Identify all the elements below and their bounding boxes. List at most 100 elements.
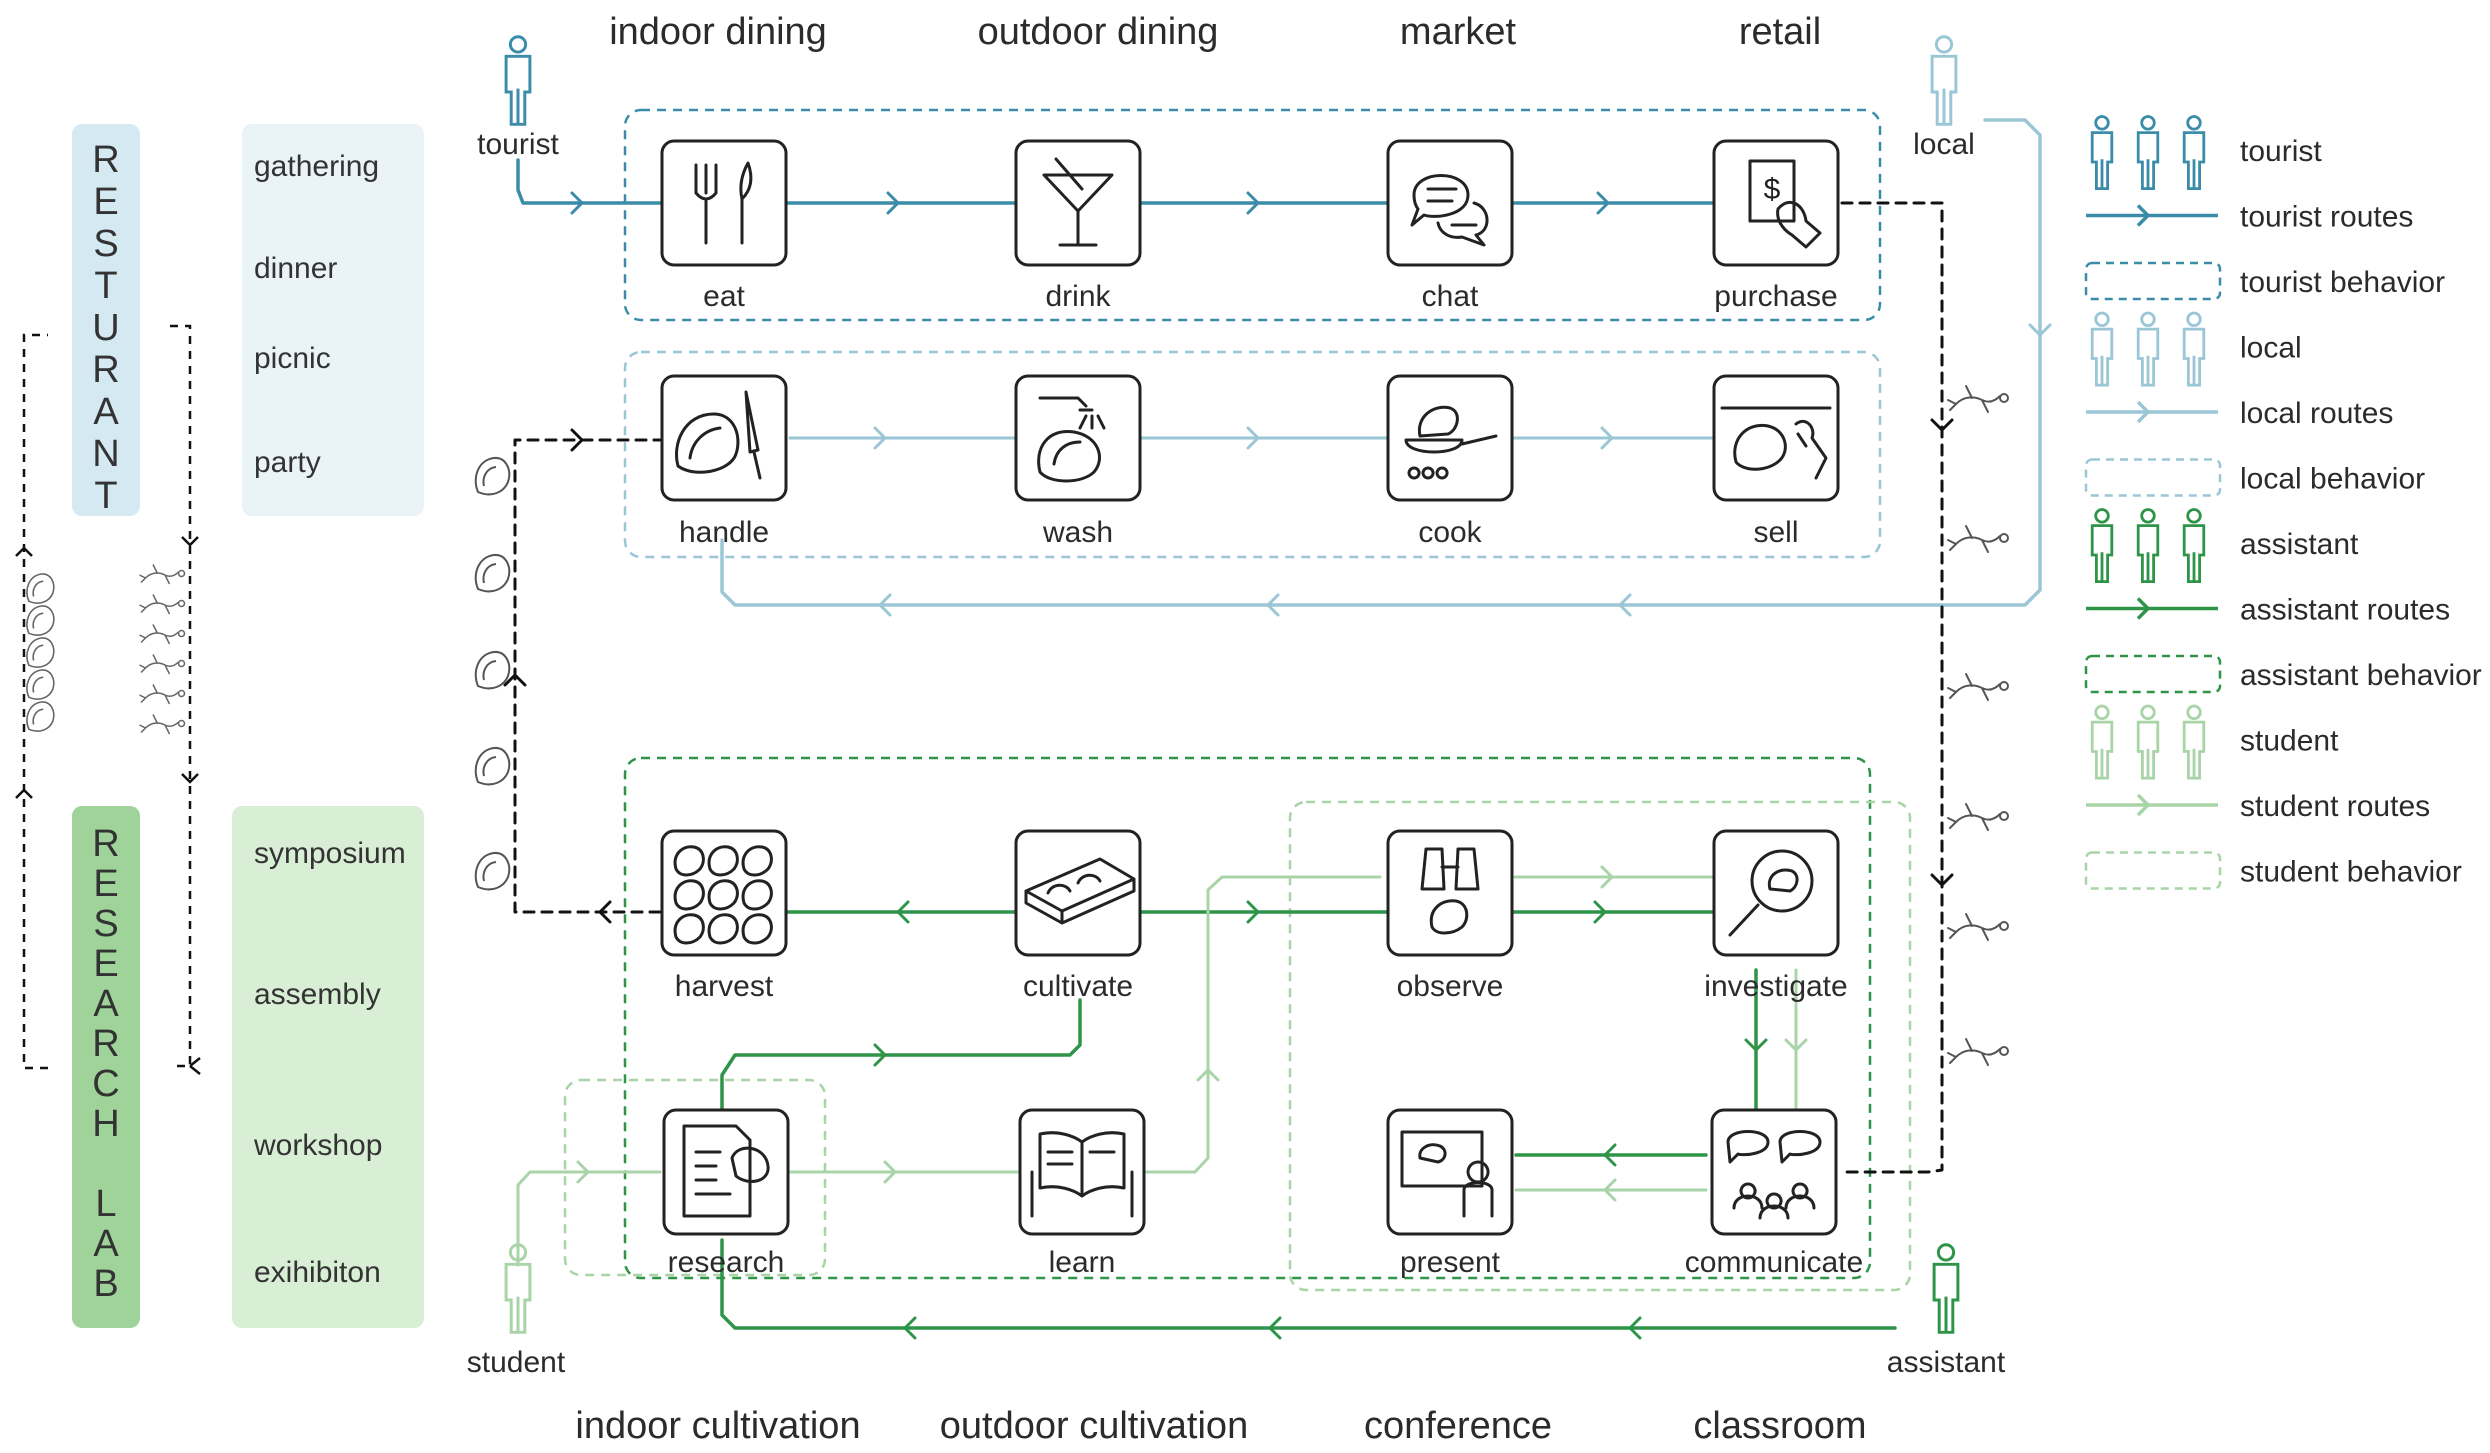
local-route-arrow: [1600, 426, 1614, 450]
restaurant-letter: R: [92, 349, 119, 391]
legend-label: student: [2240, 725, 2339, 758]
tourist-route-arrow: [1246, 191, 1260, 215]
zone-indoor-dining: indoor dining: [609, 11, 827, 53]
document-icon: [682, 1124, 770, 1218]
icon-stroke: [673, 913, 705, 945]
activity-node: cook: [1386, 374, 1514, 549]
activity-label: drink: [1045, 280, 1111, 313]
local-route-arrow: [1266, 593, 1280, 617]
icon-stroke: [1420, 847, 1480, 891]
icon-stroke: [1748, 159, 1796, 223]
oyster-shape: [26, 669, 55, 700]
legend-item: local: [2090, 311, 2302, 387]
legend-behavior-box: [2084, 261, 2222, 301]
chat-bubbles-icon: [1410, 174, 1489, 247]
activity-node: harvest: [660, 829, 788, 1003]
restaurant-activity: party: [254, 446, 321, 479]
legend-route-arrow: [2136, 597, 2151, 620]
cocktail-icon: [1042, 157, 1114, 247]
activity-node: cultivate: [1014, 829, 1142, 1003]
fork-knife-icon: [694, 161, 753, 245]
assistant-route-arrow: [896, 900, 910, 924]
legend-item: tourist behavior: [2084, 261, 2445, 301]
research-lab-letter: A: [93, 1223, 119, 1265]
oyster-shape: [474, 851, 511, 891]
lobster-shape: [1947, 803, 2009, 831]
presentation-icon: [1400, 1130, 1494, 1218]
activity-label: harvest: [675, 970, 774, 1003]
student-behavior-region-left: [563, 1078, 827, 1277]
lobster-icon: [1947, 803, 2009, 831]
activity-icon-box: [1386, 139, 1514, 267]
legend-person-icon: [2136, 115, 2160, 191]
icon-stroke: [1436, 201, 1489, 247]
local-route-outer: [720, 118, 2042, 607]
restaurant-activity: dinner: [254, 252, 337, 285]
venue-cycle-arrow: [15, 788, 33, 799]
icon-stroke: [1046, 873, 1102, 895]
icon-stroke: [741, 913, 773, 945]
research-lab-letter: B: [93, 1263, 118, 1305]
icon-stroke: [1767, 868, 1799, 893]
research-lab-letter: H: [92, 1103, 119, 1145]
person-shape: [2090, 115, 2114, 191]
lobster-icon: [1947, 525, 2009, 553]
activity-label: observe: [1397, 970, 1504, 1003]
magnifier-icon: [1728, 849, 1814, 937]
oyster-shape: [26, 605, 55, 636]
assistant-route-arrow: [903, 1316, 917, 1340]
icon-stroke: [707, 913, 739, 945]
lobster-icon: [1947, 1038, 2009, 1066]
student-route-arrow: [1600, 865, 1614, 889]
legend-item: student behavior: [2084, 851, 2462, 890]
icon-stroke: [673, 845, 705, 877]
activity-icon-box: [1014, 139, 1142, 267]
dollar-sign: $: [1764, 173, 1781, 206]
student-entry-route: [516, 1170, 662, 1267]
oyster-icon: [26, 573, 55, 604]
activity-icon-box: [1386, 829, 1514, 957]
legend-label: tourist: [2240, 135, 2322, 168]
assistant-research-route: [720, 998, 1082, 1112]
legend-behavior-box: [2084, 458, 2222, 497]
oyster-pile-icon: [673, 845, 773, 945]
activity-label: research: [668, 1246, 785, 1279]
legend-person-icon: [2090, 115, 2114, 191]
tourist-label: tourist: [477, 128, 559, 161]
legend-label: assistant routes: [2240, 594, 2450, 627]
restaurant-activity: gathering: [254, 150, 379, 183]
restaurant-letter: E: [93, 181, 118, 223]
person-shape: [2136, 115, 2160, 191]
restaurant-letter: R: [92, 139, 119, 181]
person-shape: [1932, 1243, 1960, 1334]
lobster-shape: [1947, 673, 2009, 701]
oyster-shape: [26, 573, 55, 604]
activity-node: wash: [1014, 374, 1142, 549]
legend-route-arrow: [2136, 400, 2151, 424]
icon-stroke: [688, 426, 722, 460]
assistant-behavior-region-main: [623, 756, 1872, 1280]
activity-label: cultivate: [1023, 970, 1133, 1003]
research-lab-letter: E: [93, 863, 118, 905]
person-shape: [2182, 311, 2206, 387]
activity-label: communicate: [1685, 1246, 1863, 1279]
icon-stroke: [1776, 200, 1822, 249]
research-lab-letter: R: [92, 1023, 119, 1065]
activity-label: wash: [1042, 516, 1113, 549]
activity-node: learn: [1018, 1108, 1146, 1279]
lobster-shape: [138, 653, 186, 675]
legend-person-icon: [2090, 704, 2114, 780]
activity-node: sell: [1712, 374, 1840, 549]
icon-stroke: [1429, 899, 1469, 935]
activity-label: handle: [679, 516, 769, 549]
research-lab-letter: C: [92, 1063, 119, 1105]
legend-item: assistant behavior: [2084, 654, 2482, 694]
legend-person-icon: [2182, 508, 2206, 583]
restaurant-letter: A: [93, 391, 119, 433]
icon-stroke: [1794, 419, 1828, 480]
icon-stroke: [744, 390, 762, 480]
assistant-route-arrow: [1744, 1038, 1768, 1052]
research-lab-activity: symposium: [254, 837, 406, 870]
assistant-route-arrow: [873, 1043, 887, 1067]
